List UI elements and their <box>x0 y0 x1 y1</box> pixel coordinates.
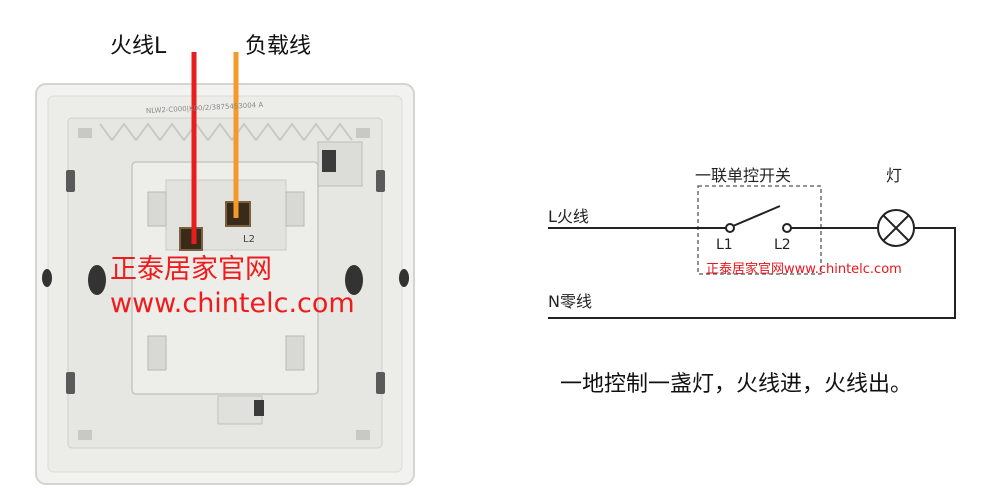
watermark-name: 正泰居家官网 <box>110 254 272 285</box>
diagram-watermark: 正泰居家官网www.chintelc.com <box>706 262 902 277</box>
load-wire-label: 负载线 <box>245 34 312 59</box>
terminal-1-label: L1 <box>716 237 733 253</box>
live-wire-label: 火线L <box>110 34 167 59</box>
contact-l2 <box>782 223 792 233</box>
terminal-2-label: L2 <box>774 237 791 253</box>
switch-dashed-box <box>697 185 822 275</box>
terminal-l2-label: L2 <box>243 234 255 245</box>
switch-title: 一联单控开关 <box>695 166 792 185</box>
lamp-label: 灯 <box>886 166 903 185</box>
live-label: L火线 <box>548 207 589 226</box>
contact-l1 <box>725 223 735 233</box>
watermark-url: www.chintelc.com <box>110 288 355 319</box>
neutral-line <box>548 227 956 319</box>
neutral-label: N零线 <box>548 292 592 311</box>
switch-photo <box>35 52 415 485</box>
caption: 一地控制一盏灯，火线进，火线出。 <box>560 372 913 397</box>
switch-lever <box>732 205 781 227</box>
